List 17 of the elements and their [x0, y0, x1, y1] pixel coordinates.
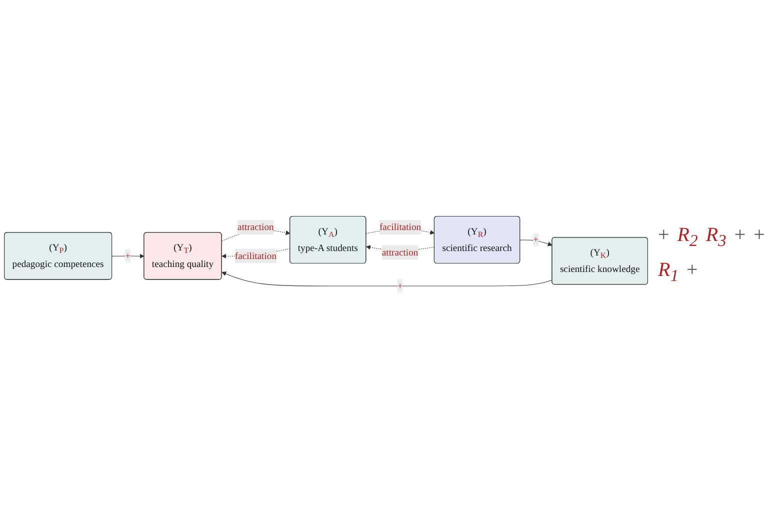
edge-label: attraction	[382, 247, 418, 258]
polarity-sign: +	[686, 259, 698, 283]
edge-label: +	[125, 250, 131, 262]
edge-label: facilitation	[234, 250, 276, 262]
edge-label: +	[397, 280, 403, 292]
edge-label: attraction	[238, 222, 274, 233]
polarity-sign: +	[754, 224, 765, 248]
polarity-sign: +	[734, 224, 746, 248]
loop-label: R$_{2}$	[677, 224, 698, 251]
polarity-sign: +	[658, 224, 670, 248]
arrow	[222, 272, 552, 287]
edge-label: +	[533, 234, 539, 246]
arrow	[112, 254, 144, 259]
loop-label: R$_{3}$	[706, 224, 726, 251]
loop-label: R$_{1}$	[658, 259, 679, 286]
edge-label: facilitation	[379, 222, 422, 233]
arrow	[520, 240, 552, 246]
